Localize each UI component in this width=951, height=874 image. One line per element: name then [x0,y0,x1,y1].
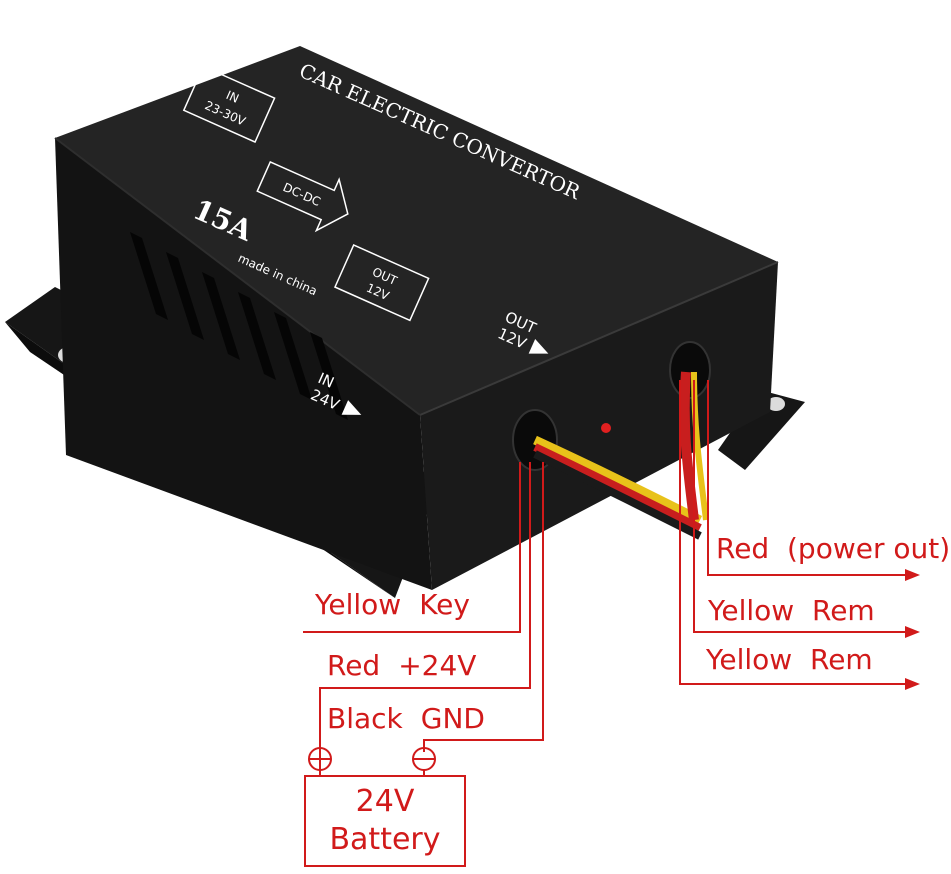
leader-black-gnd [423,462,544,752]
label-black-gnd: Black GND [327,705,485,733]
leader-red-power-out [707,380,908,576]
label-yellow-rem-2: Yellow Rem [706,643,873,676]
label-red-24v-function: +24V [398,649,477,682]
battery-box [304,775,466,867]
port-in-arrow [341,400,362,415]
power-indicator-led [601,423,611,433]
label-yellow-key: Yellow Key [315,591,470,619]
port-out-arrow [528,338,549,354]
label-red-power-out: Red (power out) [716,532,951,565]
label-yellow-key-color: Yellow [315,588,402,621]
label-yellow-rem-1: Yellow Rem [708,594,875,627]
converter-enclosure [54,46,779,590]
enclosure-left-face [55,138,432,590]
label-black-gnd-function: GND [420,702,485,735]
leader-yellow-key [303,462,521,633]
label-black-gnd-color: Black [327,702,403,735]
vent-slots [130,232,348,420]
dc-dc-arrow [256,160,349,233]
input-spec-top: IN [224,88,241,106]
label-yellow-key-function: Key [419,588,470,621]
mounting-hole [767,397,785,411]
output-spec-box [333,244,430,322]
input-spec-box [182,65,276,144]
arrowheads [905,569,920,690]
enclosure-top-face [55,46,778,415]
label-red-24v-color: Red [327,649,381,682]
port-in-label-top: IN [315,369,337,392]
annotation-lines [303,380,908,752]
battery-voltage: 24V [355,784,415,819]
battery-label: Battery [329,822,441,857]
leader-yellow-rem-2 [679,380,908,685]
arrow-yellow-rem-2 [905,678,920,690]
battery [304,747,466,867]
leader-red-24v [319,462,531,752]
arrow-yellow-rem-1 [905,626,920,638]
arrow-red-power-out [905,569,920,581]
label-red-24v: Red +24V [327,652,476,680]
leader-yellow-rem-1 [693,380,908,633]
mounting-flange-right [718,390,805,470]
positive-terminal-icon [308,747,332,771]
